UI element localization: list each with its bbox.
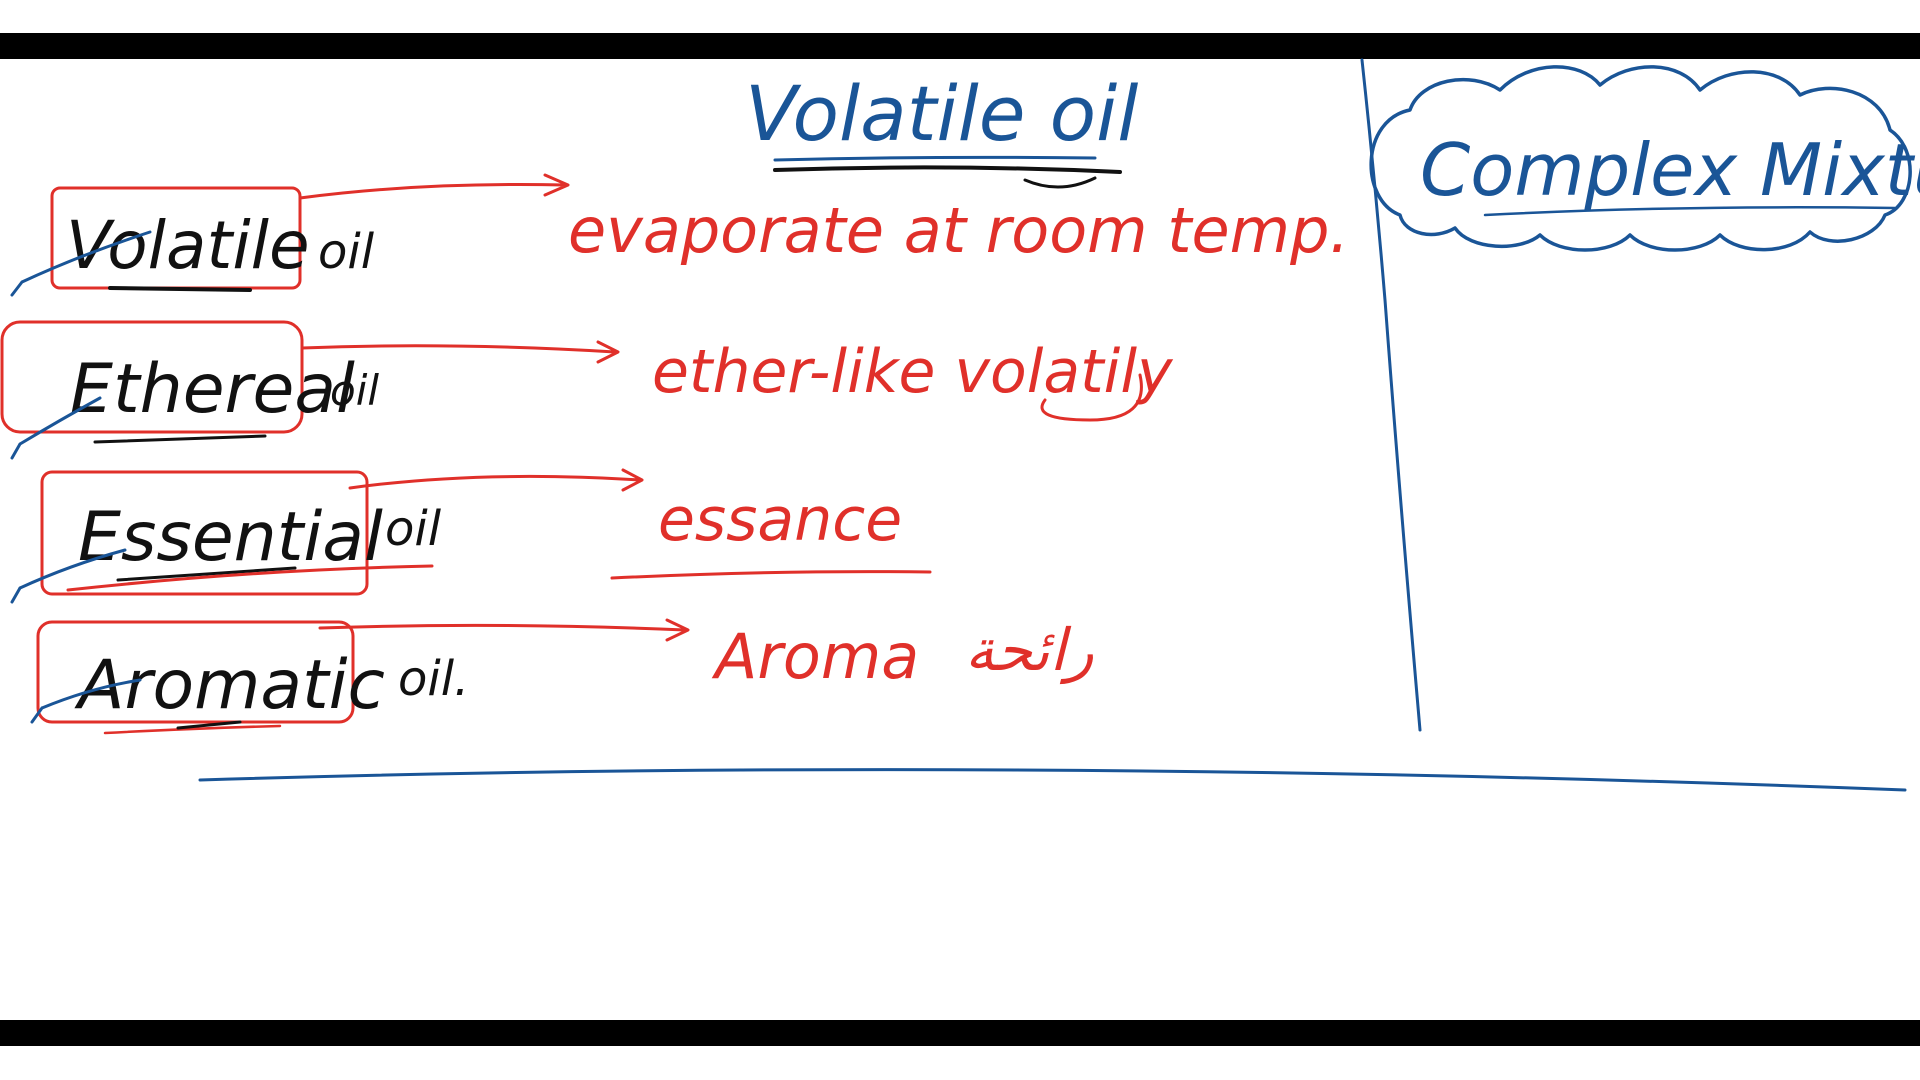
term-meaning: evaporate at room temp. <box>568 194 1349 267</box>
term-underline <box>116 566 297 582</box>
title-underline-swoosh <box>1023 176 1097 189</box>
cloud-label-underline <box>1483 206 1897 217</box>
term-underline <box>108 286 252 292</box>
complex-mixture-cloud: Complex Mixture <box>1369 65 1920 252</box>
meaning-tail-flourish <box>1040 373 1143 422</box>
check-mark-icon <box>10 396 102 460</box>
term-red-underline <box>66 564 434 592</box>
term-underline <box>103 724 282 735</box>
arrow-icon <box>348 468 644 492</box>
title-underline-black <box>773 165 1122 174</box>
board-title: Volatile oil <box>745 69 1138 158</box>
term-meaning: Aroma <box>711 620 919 693</box>
term-meaning-arabic: رائحة <box>965 616 1094 685</box>
cloud-label: Complex Mixture <box>1420 128 1920 212</box>
term-underline <box>93 434 267 444</box>
horizontal-divider-line <box>198 768 1907 792</box>
arrow-icon <box>318 618 690 642</box>
term-word: Aromatic <box>74 646 385 725</box>
term-meaning: essance <box>658 485 902 555</box>
term-box <box>0 320 304 434</box>
term-box <box>40 470 369 596</box>
term-underline-black <box>176 720 242 730</box>
term-box <box>36 620 355 724</box>
cloud-outline <box>1369 65 1912 252</box>
term-word: Ethereal <box>70 350 355 429</box>
term-suffix: oil <box>318 224 375 280</box>
check-mark-icon <box>10 230 152 297</box>
arrow-icon <box>300 340 620 364</box>
title-underline-blue <box>773 155 1097 162</box>
check-mark-icon <box>10 548 127 604</box>
term-suffix: oil <box>385 501 442 557</box>
meaning-underline <box>610 570 932 580</box>
title-group: Volatile oil <box>745 69 1138 189</box>
term-row-essential: Essential oil essance <box>10 468 932 604</box>
term-meaning: ether-like volatily <box>652 337 1174 407</box>
letterbox-top-bar <box>0 33 1920 59</box>
vertical-divider-line <box>1360 58 1422 732</box>
term-word: Essential <box>78 498 383 577</box>
arrow-icon <box>298 173 570 200</box>
term-word: Volatile <box>66 207 310 284</box>
term-row-volatile: Volatile oil evaporate at room temp. <box>10 173 1349 297</box>
term-row-ethereal: Ethereal oil ether-like volatily <box>0 320 1174 460</box>
letterbox-bottom-bar <box>0 1020 1920 1046</box>
term-suffix: oil <box>330 366 379 415</box>
term-row-aromatic: Aromatic oil. Aroma رائحة <box>30 616 1094 735</box>
term-suffix: oil. <box>398 651 469 707</box>
check-mark-icon <box>30 678 142 724</box>
